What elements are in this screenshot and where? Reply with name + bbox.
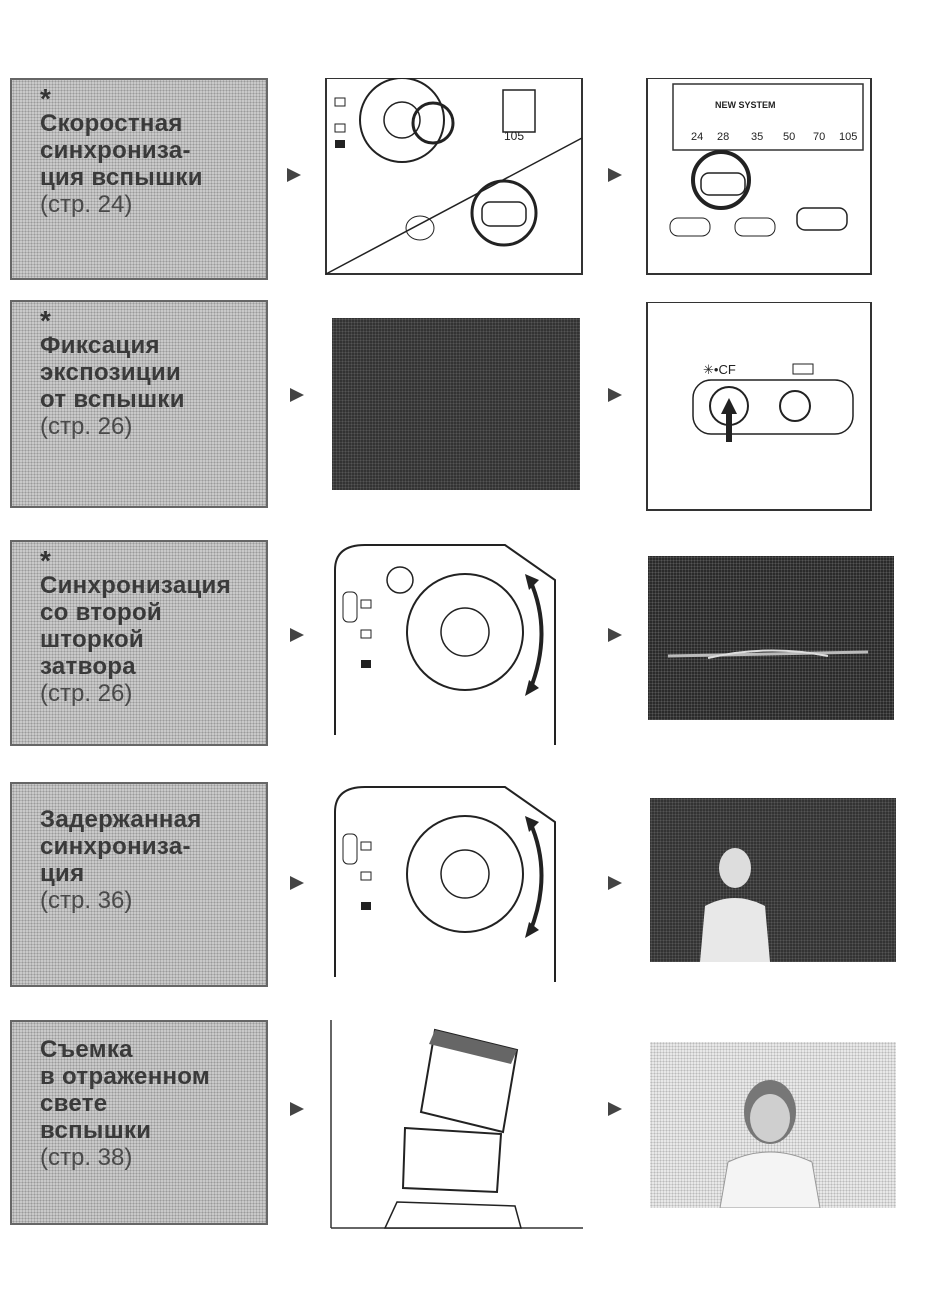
zoom-35-label: 35 — [751, 131, 763, 143]
arrow-icon — [290, 388, 304, 402]
bounce-flash-illustration — [325, 1020, 585, 1232]
star-mark: * — [40, 88, 266, 110]
night-car-photo — [648, 556, 894, 720]
title-line: Съемка — [40, 1036, 266, 1063]
page-reference: (стр. 38) — [40, 1144, 266, 1172]
arrow-icon — [287, 168, 301, 182]
arrow-icon — [608, 876, 622, 890]
label-box: Задержанная синхрониза- ция (стр. 36) — [10, 782, 268, 987]
star-mark: * — [40, 550, 266, 572]
new-system-label: NEW SYSTEM — [715, 100, 776, 110]
label-box: * Фиксация экспозиции от вспышки (стр. 2… — [10, 300, 268, 508]
row-high-speed-sync: * Скоростная синхрониза- ция вспышки (ст… — [0, 78, 933, 278]
arrow-icon — [290, 876, 304, 890]
fel-button-illustration: ✳•CF — [645, 302, 873, 512]
title-line: ция — [40, 860, 266, 887]
star-mark: * — [40, 310, 266, 332]
page-reference: (стр. 26) — [40, 680, 266, 708]
zoom-70-label: 70 — [813, 131, 825, 143]
row-slow-sync: Задержанная синхрониза- ция (стр. 36) — [0, 782, 933, 988]
title-line: синхрониза- — [40, 137, 266, 164]
label-box: * Скоростная синхрониза- ция вспышки (ст… — [10, 78, 268, 280]
fel-button-label: ✳•CF — [703, 362, 736, 377]
title-line: экспозиции — [40, 359, 266, 386]
title-line: вспышки — [40, 1117, 266, 1144]
camera-dial-illustration — [325, 540, 585, 750]
arrow-icon — [290, 628, 304, 642]
title-line: со второй — [40, 599, 266, 626]
title-line: затвора — [40, 653, 266, 680]
label-box: * Синхронизация со второй шторкой затвор… — [10, 540, 268, 746]
zoom-105-label: 105 — [839, 131, 857, 143]
title-line: в отраженном — [40, 1063, 266, 1090]
zoom-105-label: 105 — [504, 129, 524, 143]
row-flash-exposure-lock: * Фиксация экспозиции от вспышки (стр. 2… — [0, 300, 933, 510]
title-line: шторкой — [40, 626, 266, 653]
arrow-icon — [608, 388, 622, 402]
title-line: ция вспышки — [40, 164, 266, 191]
zoom-50-label: 50 — [783, 131, 795, 143]
night-portrait-photo — [650, 798, 896, 962]
title-line: Задержанная — [40, 806, 266, 833]
zoom-28-label: 28 — [717, 131, 729, 143]
arrow-icon — [608, 628, 622, 642]
camera-dial-illustration — [325, 782, 585, 988]
title-line: от вспышки — [40, 386, 266, 413]
viewfinder-photo — [332, 318, 580, 490]
page-reference: (стр. 26) — [40, 413, 266, 441]
title-line: Скоростная — [40, 110, 266, 137]
flash-zoom-panel-illustration: NEW SYSTEM 24 28 35 50 70 105 — [645, 78, 873, 278]
title-line: свете — [40, 1090, 266, 1117]
row-second-curtain-sync: * Синхронизация со второй шторкой затвор… — [0, 540, 933, 750]
zoom-24-label: 24 — [691, 131, 703, 143]
label-box: Съемка в отраженном свете вспышки (стр. … — [10, 1020, 268, 1225]
bounce-portrait-photo — [650, 1042, 896, 1208]
title-line: Синхронизация — [40, 572, 266, 599]
arrow-icon — [608, 1102, 622, 1116]
page-reference: (стр. 24) — [40, 191, 266, 219]
arrow-icon — [608, 168, 622, 182]
arrow-icon — [290, 1102, 304, 1116]
camera-dial-and-sync-switch-illustration: 105 — [320, 78, 588, 278]
title-line: Фиксация — [40, 332, 266, 359]
title-line: синхрониза- — [40, 833, 266, 860]
row-bounce-flash: Съемка в отраженном свете вспышки (стр. … — [0, 1020, 933, 1230]
page-reference: (стр. 36) — [40, 887, 266, 915]
